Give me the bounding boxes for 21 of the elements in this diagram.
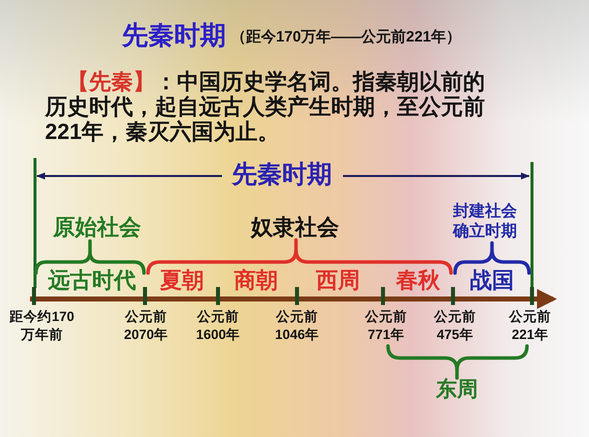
society-label: 封建社会确立时期 xyxy=(452,202,518,242)
date-range-text: （距今170万年——公元前221年） xyxy=(230,28,462,46)
date-label: 公元前1046年 xyxy=(274,308,320,344)
society-label: 奴隶社会 xyxy=(251,214,339,240)
era-label: 东周 xyxy=(436,378,478,402)
date-label: 公元前475年 xyxy=(432,308,477,344)
era-label: 春秋 xyxy=(396,267,440,293)
era-label: 夏朝 xyxy=(160,267,204,293)
definition-text: 【先秦】：中国历史学名词。指秦朝以前的历史时代，起自远古人类产生时期，至公元前221年，秦灭六国为止。 xyxy=(45,69,486,144)
society-label: 原始社会 xyxy=(53,214,141,240)
era-label: 战国 xyxy=(470,267,514,293)
date-label: 公元前2070年 xyxy=(123,308,169,344)
date-label: 公元前221年 xyxy=(508,308,552,344)
period-label: 先秦时期 xyxy=(232,160,332,190)
era-label: 远古时代 xyxy=(48,267,136,293)
era-label: 西周 xyxy=(316,267,360,293)
date-label: 公元前771年 xyxy=(364,308,408,344)
slide-title: 先秦时期 xyxy=(122,21,226,51)
date-label: 公元前1600年 xyxy=(195,308,241,344)
date-label: 距今约170万年前 xyxy=(9,308,75,344)
era-label: 商朝 xyxy=(234,267,278,293)
